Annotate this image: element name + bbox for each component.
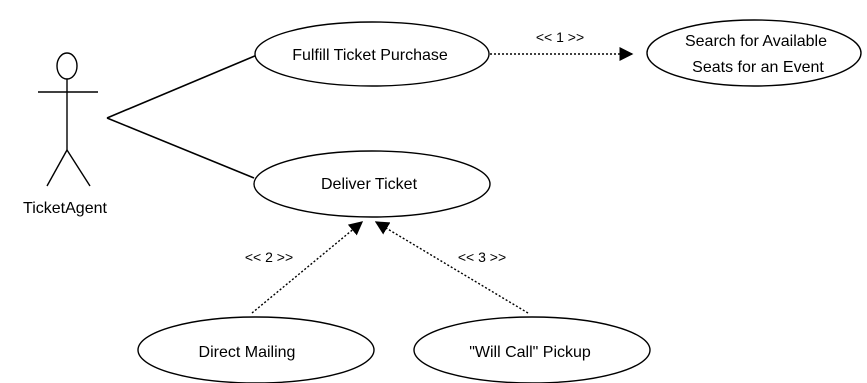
actor-left-leg	[46, 149, 68, 187]
use-case-fulfill-ticket-purchase[interactable]: Fulfill Ticket Purchase	[254, 21, 490, 87]
dependency-label-1: << 1 >>	[536, 29, 584, 45]
use-case-direct-mailing-shape	[137, 316, 375, 383]
use-case-will-call-label: "Will Call" Pickup	[469, 344, 591, 361]
use-case-deliver-shape	[253, 150, 491, 218]
use-case-direct-mailing[interactable]: Direct Mailing	[137, 316, 375, 383]
use-case-fulfill-shape	[254, 21, 490, 87]
association-fulfill	[106, 54, 258, 119]
use-case-direct-mailing-label: Direct Mailing	[199, 344, 296, 361]
use-case-search-shape	[646, 19, 862, 87]
use-case-search-available-seats[interactable]: Search for Available Seats for an Event	[646, 19, 862, 87]
use-case-will-call-pickup[interactable]: "Will Call" Pickup	[413, 316, 651, 383]
association-deliver	[106, 117, 255, 179]
actor-head	[56, 52, 78, 80]
dependency-label-3: << 3 >>	[458, 249, 506, 265]
use-case-deliver-ticket[interactable]: Deliver Ticket	[253, 150, 491, 218]
actor-right-leg	[66, 149, 91, 187]
use-case-deliver-label: Deliver Ticket	[321, 176, 418, 193]
dependency-arrow-2	[251, 221, 364, 314]
actor-ticket-agent[interactable]: TicketAgent	[23, 52, 108, 217]
use-case-search-label-line1: Search for Available	[685, 33, 827, 50]
actor-name: TicketAgent	[23, 200, 107, 217]
dependency-label-2: << 2 >>	[245, 249, 293, 265]
use-case-fulfill-label: Fulfill Ticket Purchase	[292, 47, 448, 64]
dependency-arrow-3	[374, 221, 529, 314]
use-case-search-label-line2: Seats for an Event	[692, 59, 824, 76]
use-case-will-call-shape	[413, 316, 651, 383]
